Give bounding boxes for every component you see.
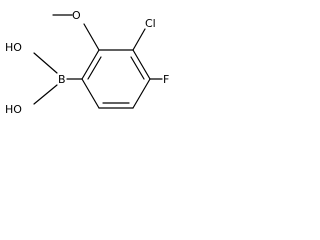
bond-c5-c6 [81,78,100,109]
upper-hydroxyl-label: HO [5,41,22,54]
bond-c3-c4 [132,78,151,109]
double-bond-inner-c6-c1 [87,56,102,80]
chlorine-label: Cl [145,17,156,30]
benzene-ring [81,49,151,109]
boron-label: B [58,73,66,86]
lower-hydroxyl-label: HO [5,103,22,116]
bond-ring-to-methoxy-oxygen [83,23,100,51]
bond-boron-to-upper-hydroxyl [33,52,58,74]
double-bond-inner-c2-c3 [130,56,145,80]
bond-c2-c3 [132,49,151,80]
chemical-structure: O Cl F B HO HO [5,9,169,116]
fluorine-label: F [163,73,169,86]
bond-ring-to-chlorine [132,28,146,51]
bond-boron-to-lower-hydroxyl [33,84,58,105]
methoxy-oxygen-label: O [72,9,81,22]
bond-c6-c1 [81,49,100,80]
